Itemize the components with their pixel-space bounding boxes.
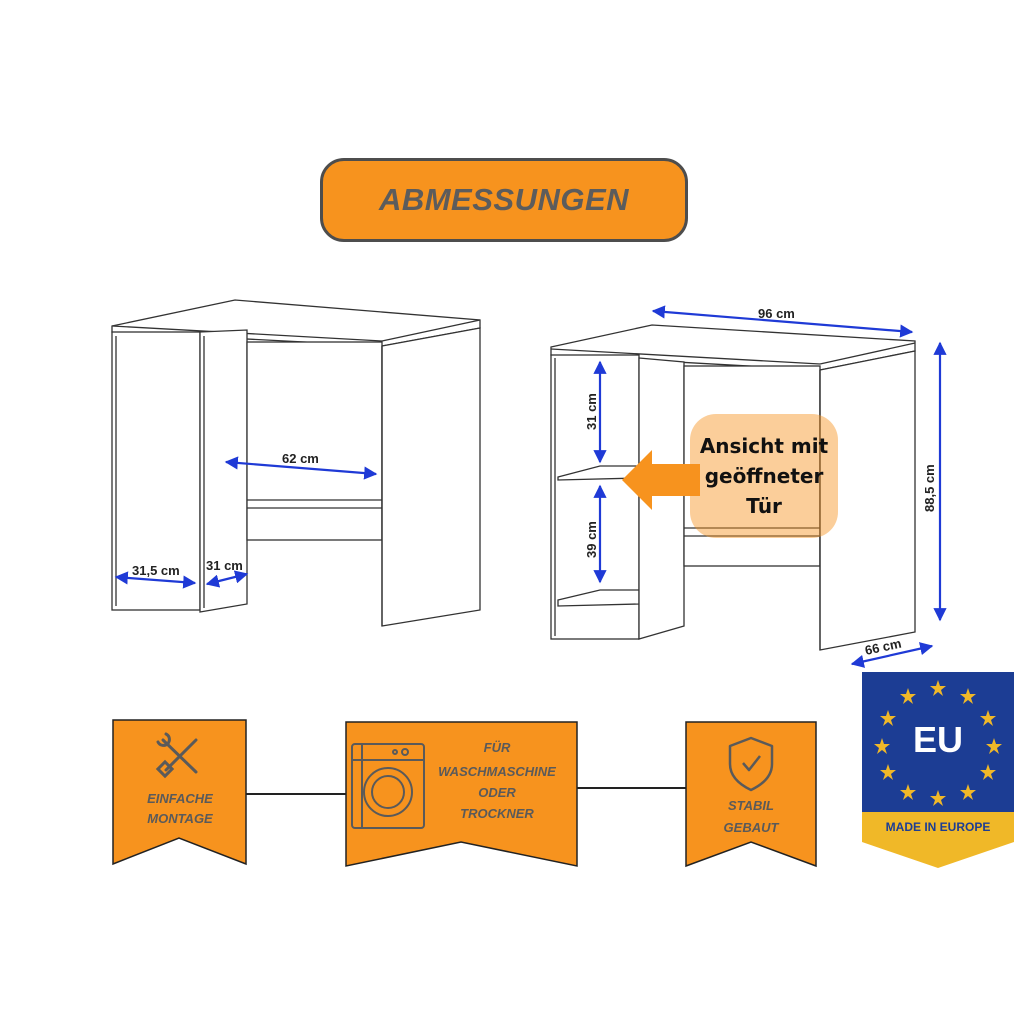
desk-open-view [550, 324, 916, 651]
dim-arrow-96 [651, 305, 914, 338]
tools-icon [155, 732, 198, 779]
page-title: ABMESSUNGEN [378, 182, 630, 217]
badge-waschmaschine: FÜR WASCHMASCHINE ODER TROCKNER [345, 721, 578, 867]
dim-arrow-62 [224, 456, 378, 480]
callout-line3: Tür [746, 494, 782, 518]
dim-arrow-31-5 [114, 571, 197, 589]
callout-line2: geöffneter [704, 464, 824, 488]
dim-arrow-31-side [205, 570, 249, 588]
eu-stars [874, 680, 1002, 806]
badge-washer-line4: TROCKNER [460, 806, 534, 821]
badge-assembly-line2: MONTAGE [147, 811, 213, 826]
washing-machine-icon [351, 743, 425, 829]
dim-label-66: 66 cm [864, 636, 903, 658]
dim-label-39-lower: 39 cm [584, 521, 599, 558]
eu-made-in-europe-badge: EU MADE IN EUROPE [862, 672, 1014, 868]
open-door-callout: Ansicht mit geöffneter Tür [690, 414, 838, 538]
dim-label-88-5: 88,5 cm [922, 464, 937, 512]
dim-label-96: 96 cm [758, 306, 795, 321]
open-view-pointer-arrow [622, 450, 700, 510]
dim-arrow-66 [850, 642, 934, 668]
badge-washer-line1: FÜR [484, 740, 511, 755]
shield-check-icon [728, 736, 774, 792]
eu-label: EU [913, 719, 963, 760]
desk-closed-view [111, 299, 481, 627]
badge-washer-line3: ODER [478, 785, 516, 800]
badge-stabil-gebaut: STABIL GEBAUT [685, 721, 817, 868]
badge-einfache-montage: EINFACHE MONTAGE [112, 719, 247, 866]
title-banner: ABMESSUNGEN [320, 158, 688, 242]
badge-washer-line2: WASCHMASCHINE [438, 764, 556, 779]
badge-stable-line1: STABIL [728, 798, 774, 813]
callout-line1: Ansicht mit [699, 434, 829, 458]
eu-caption: MADE IN EUROPE [886, 820, 991, 834]
dim-label-62: 62 cm [282, 451, 319, 466]
dim-label-31-upper: 31 cm [584, 393, 599, 430]
eu-flag-icon [862, 672, 1014, 812]
dim-label-31-side: 31 cm [206, 558, 243, 573]
badge-assembly-line1: EINFACHE [147, 791, 213, 806]
dim-label-31-5: 31,5 cm [132, 563, 180, 578]
badge-stable-line2: GEBAUT [724, 820, 780, 835]
